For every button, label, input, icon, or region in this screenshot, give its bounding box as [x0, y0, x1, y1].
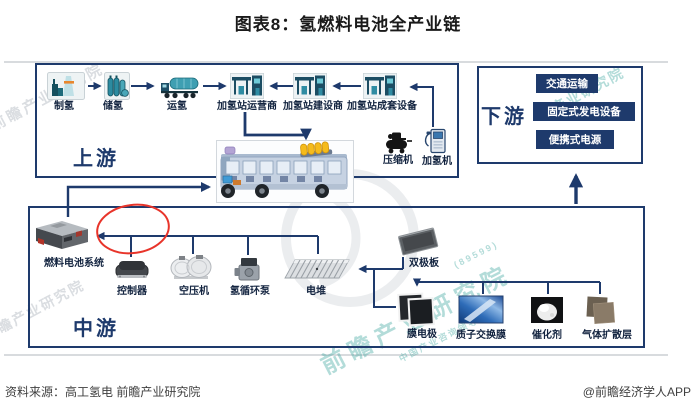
downstream-label: 下游 [481, 106, 527, 128]
mea-part-label: 质子交换膜 [456, 330, 506, 341]
mea-image [397, 292, 435, 327]
upstream-label: 上游 [73, 148, 119, 170]
equipment-label: 加氢机 [422, 156, 452, 167]
chain-node-label: 加氢站运营商 [217, 101, 277, 112]
component-label: 电堆 [306, 286, 326, 297]
pem-membrane-image [458, 295, 504, 324]
chain-node-label: 加氢站成套设备 [347, 101, 417, 112]
hydrogen-pump-image [234, 256, 264, 282]
equipment-label: 压缩机 [383, 155, 413, 166]
stack-image [281, 255, 353, 283]
downstream-box [477, 66, 643, 164]
component-label: 空压机 [179, 286, 209, 297]
air-compressor-image [168, 255, 214, 280]
gas-cylinder-icon [104, 72, 130, 100]
component-label: 控制器 [117, 286, 147, 297]
compressor-icon [384, 130, 414, 154]
tanker-truck-icon [158, 75, 201, 99]
controller-image [114, 258, 150, 281]
fuel-cell-bus-image [216, 140, 354, 203]
stack-part-label: 双极板 [409, 258, 439, 269]
mea-part-label: 气体扩散层 [582, 330, 632, 341]
fuel-cell-system-image [30, 218, 92, 251]
page-title: 图表8：氢燃料电池全产业链 [234, 15, 462, 34]
source-note: 资料来源：高工氢电 前瞻产业研究院 [5, 385, 201, 399]
hydrogen-dispenser-icon [423, 128, 447, 154]
divider-line-bottom [4, 354, 668, 356]
application-badge-stationary-power: 固定式发电设备 [533, 102, 635, 121]
chain-node-label: 制氢 [54, 101, 74, 112]
fuel-station-icon [230, 73, 265, 100]
system-label: 燃料电池系统 [44, 258, 104, 269]
factory-icon [47, 72, 85, 100]
app-credit: @前瞻经济学人APP [582, 385, 691, 399]
application-badge-transport: 交通运输 [536, 74, 598, 93]
midstream-label: 中游 [73, 318, 119, 340]
bipolar-plate-image [396, 225, 440, 258]
fuel-station-icon [293, 73, 328, 100]
application-badge-portable-power: 便携式电源 [536, 130, 614, 149]
chain-node-label: 加氢站建设商 [283, 101, 343, 112]
component-label: 氢循环泵 [230, 286, 270, 297]
mea-part-label: 催化剂 [532, 330, 562, 341]
divider-line-top [4, 61, 668, 63]
stack-part-label: 膜电极 [407, 329, 437, 340]
midstream-box [28, 206, 645, 348]
chain-node-label: 储氢 [103, 101, 123, 112]
gdl-image [585, 295, 616, 324]
fuel-station-icon [363, 73, 398, 100]
chain-node-label: 运氢 [167, 101, 187, 112]
catalyst-image [530, 296, 564, 324]
